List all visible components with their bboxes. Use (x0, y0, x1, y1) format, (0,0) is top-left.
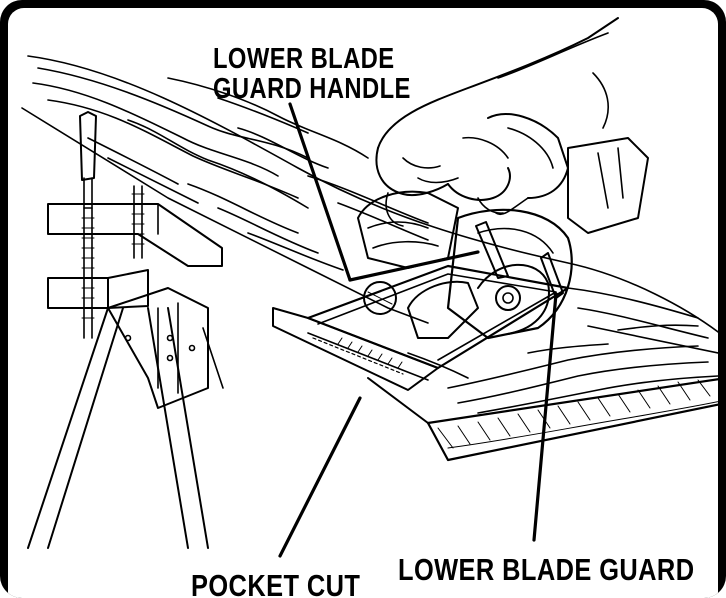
handle-label-line2: GUARD HANDLE (213, 73, 411, 105)
handle-callout-line (288, 102, 352, 282)
callout-lines (278, 102, 558, 558)
lower-blade-guard-label: LOWER BLADE GUARD (398, 552, 695, 587)
handle-callout-line-2 (348, 250, 480, 282)
circular-saw-illustration (21, 17, 718, 558)
circular-saw (272, 137, 649, 391)
sawhorse-clamp (27, 111, 224, 549)
guard-callout-line (532, 292, 558, 542)
wood-board (21, 55, 718, 462)
lower-blade-guard-handle-label: LOWER BLADE GUARD HANDLE (213, 43, 411, 105)
handle-label-line1: LOWER BLADE (213, 43, 395, 75)
illustration-panel: LOWER BLADE GUARD HANDLE LOWER BLADE GUA… (8, 8, 718, 598)
pocket-callout-line (278, 396, 362, 558)
hands (375, 17, 619, 227)
pocket-cut-label: POCKET CUT (191, 568, 361, 598)
